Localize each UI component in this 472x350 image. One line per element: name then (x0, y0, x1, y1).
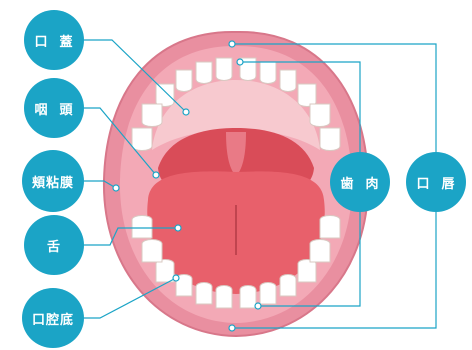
tooth (260, 62, 276, 84)
callout-buccal-mucosa: 頬粘膜 (22, 150, 84, 212)
tooth (142, 240, 162, 263)
leader-dot-pharynx (153, 172, 159, 178)
leader-dot-buccal (113, 185, 119, 191)
tooth (196, 283, 212, 305)
callout-lips: 口 唇 (406, 152, 466, 212)
tooth (132, 128, 152, 151)
tooth (310, 240, 330, 263)
callout-palate-label: 口 蓋 (34, 31, 73, 50)
tooth (320, 216, 340, 239)
leader-dot-tongue (175, 225, 181, 231)
leader-dot-lips-top (229, 41, 235, 47)
leader-dot-lips-bottom (229, 325, 235, 331)
callout-lips-label: 口 唇 (416, 173, 455, 192)
tooth (298, 84, 316, 107)
tooth (298, 260, 316, 283)
tooth (176, 70, 192, 92)
tooth (156, 84, 174, 107)
callout-gums-label: 歯 肉 (340, 173, 379, 192)
tooth (216, 58, 232, 81)
leader-dot-gums-bottom (255, 303, 261, 309)
callout-palate: 口 蓋 (24, 10, 84, 70)
tooth (260, 283, 276, 305)
callout-buccal-mucosa-label: 頬粘膜 (32, 172, 74, 191)
tooth (132, 216, 152, 239)
callout-tongue-label: 舌 (47, 236, 61, 255)
tooth (240, 286, 256, 309)
tooth (280, 275, 296, 297)
tooth (310, 104, 330, 127)
callout-mouth-floor-label: 口腔底 (32, 309, 74, 328)
tooth (142, 104, 162, 127)
callout-mouth-floor: 口腔底 (22, 288, 84, 348)
tooth (156, 260, 174, 283)
tooth (320, 128, 340, 151)
leader-dot-palate (183, 109, 189, 115)
callout-tongue: 舌 (24, 215, 84, 275)
callout-gums: 歯 肉 (330, 152, 390, 212)
tooth (216, 286, 232, 309)
callout-pharynx: 咽 頭 (24, 78, 84, 138)
leader-dot-gums-top (237, 59, 243, 65)
leader-dot-mouth-floor (173, 275, 179, 281)
callout-pharynx-label: 咽 頭 (34, 99, 73, 118)
tooth (196, 62, 212, 84)
tooth (280, 70, 296, 92)
